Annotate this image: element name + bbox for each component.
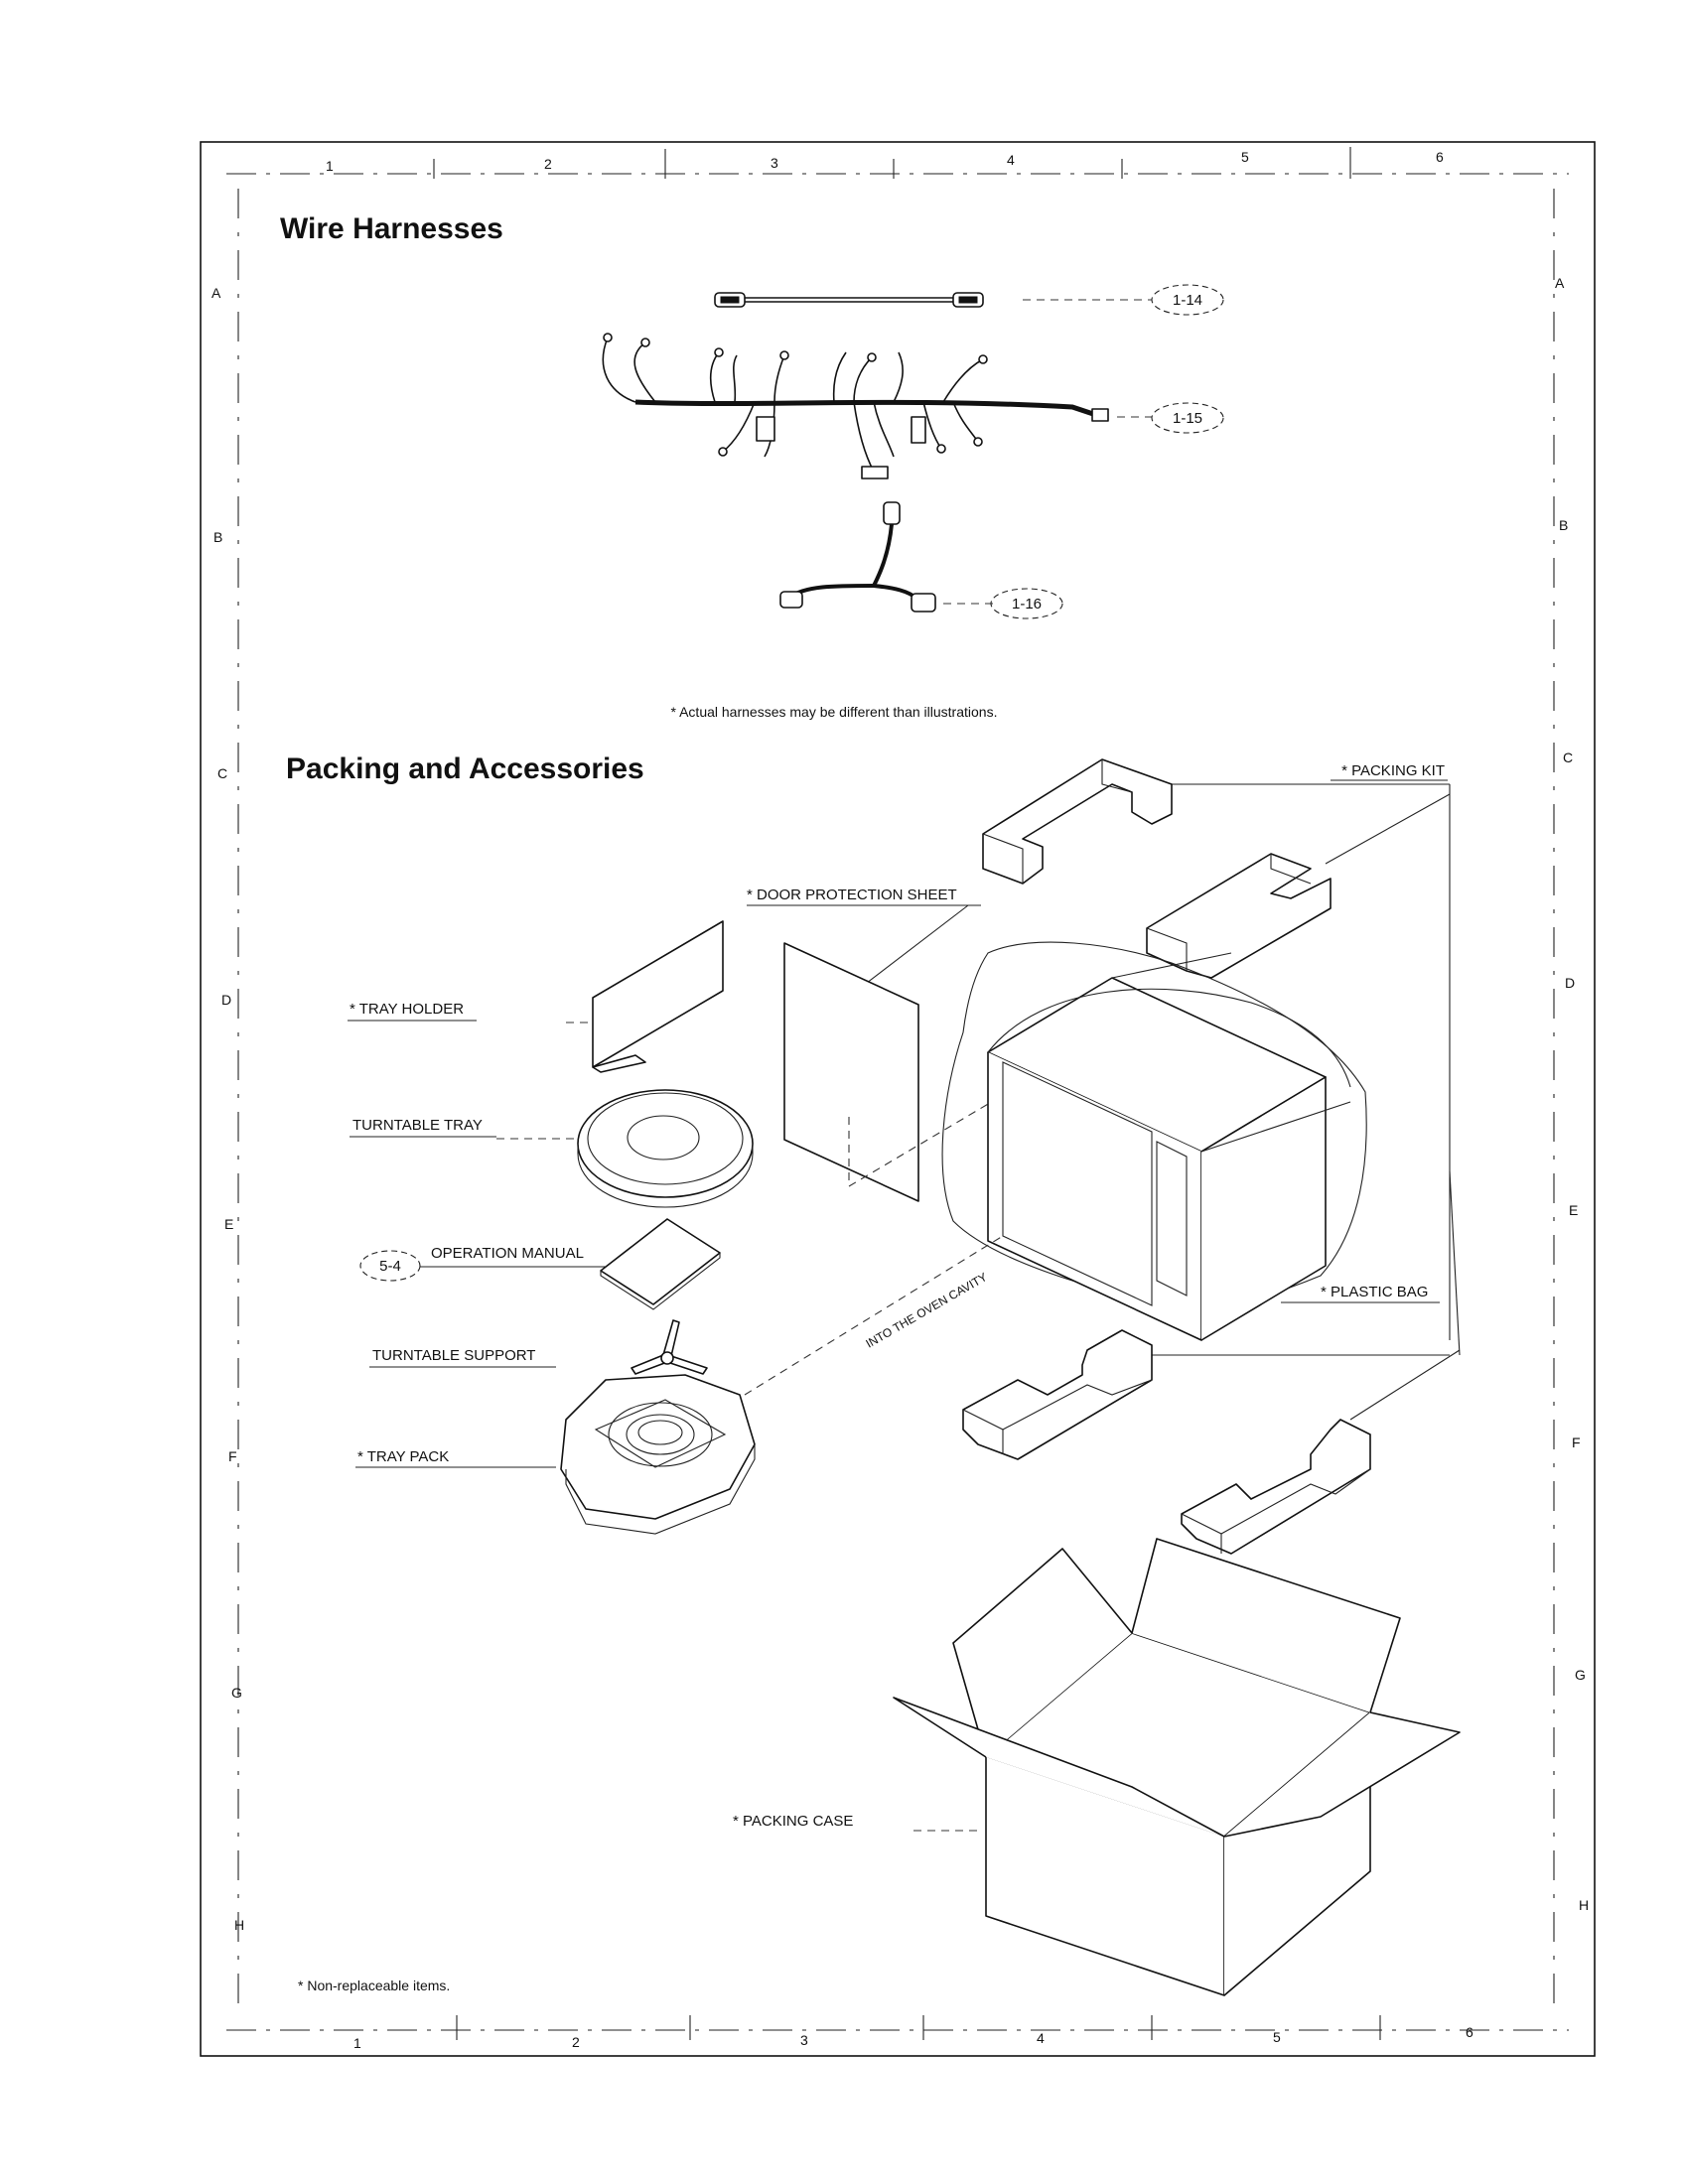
callout-1-14-label: 1-14 [1173, 292, 1202, 309]
grid-row-left-h: H [234, 1917, 244, 1933]
grid-row-right-f: F [1572, 1434, 1581, 1450]
packing-kit-bottom-left [962, 1329, 1153, 1460]
door-protection-sheet [783, 942, 919, 1202]
packing-kit-top-left [982, 758, 1173, 885]
harness-note: * Actual harnesses may be different than… [671, 704, 998, 720]
door-protection-sheet-label: * DOOR PROTECTION SHEET [747, 887, 957, 903]
plastic-bag-label: * PLASTIC BAG [1321, 1284, 1428, 1300]
manual-callout-label: 5-4 [379, 1258, 401, 1275]
turntable-tray [577, 1089, 754, 1208]
operation-manual-label: OPERATION MANUAL [431, 1245, 584, 1262]
packing-kit-label: * PACKING KIT [1341, 762, 1445, 779]
grid-row-left-a: A [211, 285, 221, 301]
manual-callout: 5-4 [359, 1250, 421, 1282]
tray-holder-label: * TRAY HOLDER [350, 1001, 464, 1018]
footnote: * Non-replaceable items. [298, 1978, 450, 1993]
grid-row-right-c: C [1563, 750, 1573, 765]
grid-col-bottom-4: 4 [1037, 2030, 1045, 2046]
tray-holder [592, 920, 724, 1073]
turntable-tray-label: TURNTABLE TRAY [352, 1117, 483, 1134]
grid-col-top-3: 3 [771, 155, 778, 171]
grid-row-left-f: F [228, 1448, 237, 1464]
grid-column-labels-bottom: 1 2 3 4 5 6 [353, 2024, 1474, 2051]
packing-kit-leaders [1152, 783, 1461, 1421]
harness-1-15-illustration [602, 333, 1152, 479]
grid-col-top-2: 2 [544, 156, 552, 172]
grid-col-bottom-1: 1 [353, 2035, 361, 2051]
tray-pack-label: * TRAY PACK [357, 1448, 449, 1465]
grid-col-top-1: 1 [326, 158, 334, 174]
turntable-support-label: TURNTABLE SUPPORT [372, 1347, 535, 1364]
into-oven-cavity-label: INTO THE OVEN CAVITY [864, 1270, 990, 1350]
harness-1-16-illustration [779, 501, 993, 613]
grid-row-right-a: A [1555, 275, 1565, 291]
grid-row-left-d: D [221, 992, 231, 1008]
microwave-in-plastic-bag [941, 941, 1367, 1341]
grid-col-top-5: 5 [1241, 149, 1249, 165]
callout-1-16-label: 1-16 [1012, 596, 1042, 613]
grid-col-bottom-5: 5 [1273, 2029, 1281, 2045]
grid-col-top-4: 4 [1007, 152, 1015, 168]
grid-col-bottom-3: 3 [800, 2032, 808, 2048]
operation-manual [600, 1218, 721, 1310]
callout-1-15: 1-15 [1151, 402, 1224, 434]
grid-row-right-h: H [1579, 1897, 1589, 1913]
grid-row-labels-left: A B C D E F G H [211, 285, 244, 1933]
grid-row-right-d: D [1565, 975, 1575, 991]
packing-kit-bottom-right [1181, 1419, 1371, 1555]
callout-1-14: 1-14 [1151, 284, 1224, 316]
tray-pack [560, 1374, 756, 1535]
packing-title: Packing and Accessories [286, 752, 644, 785]
grid-row-left-c: C [217, 765, 227, 781]
grid-col-top-6: 6 [1436, 149, 1444, 165]
turntable-support [631, 1319, 708, 1375]
callout-1-16: 1-16 [990, 588, 1063, 619]
grid-row-left-e: E [224, 1216, 233, 1232]
packing-case-label: * PACKING CASE [733, 1813, 853, 1830]
grid-row-labels-right: A B C D E F G H [1555, 275, 1589, 1913]
grid-row-right-e: E [1569, 1202, 1578, 1218]
harness-1-14-illustration [714, 292, 1152, 308]
grid-row-right-g: G [1575, 1667, 1586, 1683]
grid-col-bottom-6: 6 [1466, 2024, 1474, 2040]
grid-column-labels-top: 1 2 3 4 5 6 [326, 149, 1444, 174]
packing-case [893, 1538, 1461, 1996]
packing-kit-top-right [1146, 853, 1332, 979]
grid-row-left-g: G [231, 1685, 242, 1701]
grid-row-left-b: B [213, 529, 222, 545]
grid-col-bottom-2: 2 [572, 2034, 580, 2050]
callout-1-15-label: 1-15 [1173, 410, 1202, 427]
sheet-frame [200, 141, 1596, 2057]
wire-harnesses-title: Wire Harnesses [280, 212, 503, 245]
grid-row-right-b: B [1559, 517, 1568, 533]
